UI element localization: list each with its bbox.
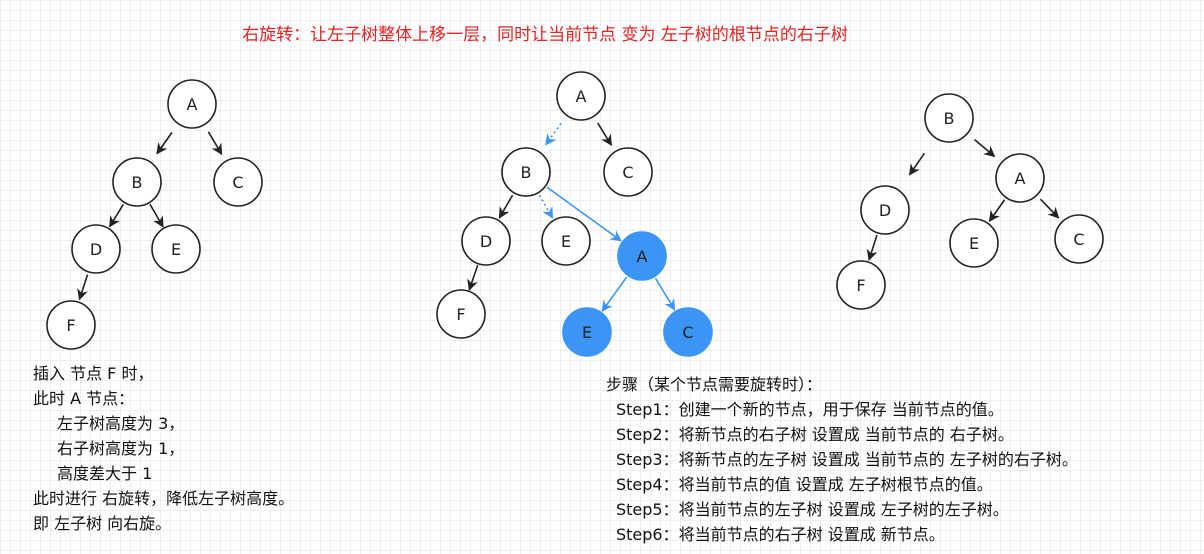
tree-node-t3_d: D bbox=[860, 185, 910, 235]
tree-node-t2_c: C bbox=[603, 147, 653, 197]
node-label: C bbox=[682, 323, 693, 342]
node-circle bbox=[151, 224, 201, 274]
steps-note: 步骤（某个节点需要旋转时）： Step1：创建一个新的节点，用于保存 当前节点的… bbox=[606, 372, 1078, 547]
left-note-line: 高度差大于 1 bbox=[57, 464, 153, 483]
tree-node-t1_f: F bbox=[46, 300, 96, 350]
steps-heading: 步骤（某个节点需要旋转时）： bbox=[606, 375, 823, 394]
edge-t2_b-t2_new_a bbox=[546, 186, 622, 242]
tree-node-t2_new_e: E bbox=[562, 307, 612, 357]
node-label: B bbox=[944, 109, 955, 128]
step-line: Step6：将当前节点的右子树 设置成 新节点。 bbox=[616, 525, 945, 544]
node-circle bbox=[860, 185, 910, 235]
step-line: Step4：将当前节点的值 设置成 左子树根节点的值。 bbox=[616, 475, 993, 494]
node-label: E bbox=[561, 232, 571, 251]
edge-t1_d-t1_f bbox=[77, 274, 89, 301]
node-circle bbox=[461, 216, 511, 266]
node-label: C bbox=[232, 173, 243, 192]
tree-node-t1_c: C bbox=[213, 157, 263, 207]
diagram-title: 右旋转：让左子树整体上移一层，同时让当前节点 变为 左子树的根节点的右子树 bbox=[242, 25, 848, 45]
node-label: B bbox=[132, 173, 143, 192]
edge-t2_new_a-t2_new_e bbox=[601, 276, 628, 312]
node-circle bbox=[562, 307, 612, 357]
left-note-line: 右子树高度为 1， bbox=[57, 439, 185, 458]
tree-node-t2_b: B bbox=[501, 147, 551, 197]
node-circle bbox=[603, 147, 653, 197]
tree-node-t1_e: E bbox=[151, 224, 201, 274]
node-label: E bbox=[171, 240, 181, 259]
tree-node-t2_new_c: C bbox=[663, 307, 713, 357]
edge-t1_a-t1_b bbox=[156, 131, 173, 155]
tree-node-t1_d: D bbox=[71, 224, 121, 274]
edge-t2_new_a-t2_new_c bbox=[654, 277, 676, 311]
node-label: F bbox=[66, 316, 75, 335]
node-circle bbox=[995, 153, 1045, 203]
step-line: Step5：将当前节点的左子树 设置成 左子树的左子树。 bbox=[616, 500, 1009, 519]
node-circle bbox=[436, 289, 486, 339]
tree-node-t1_a: A bbox=[167, 79, 217, 129]
edge-t1_a-t1_c bbox=[207, 131, 223, 156]
edge-t3_d-t3_f bbox=[866, 234, 878, 261]
tree-node-t2_d: D bbox=[461, 216, 511, 266]
node-circle bbox=[836, 260, 886, 310]
node-label: A bbox=[1015, 169, 1026, 188]
tree-node-t3_b: B bbox=[924, 93, 974, 143]
tree-node-t2_new_a: A bbox=[617, 231, 667, 281]
node-circle bbox=[501, 147, 551, 197]
node-label: F bbox=[856, 276, 865, 295]
node-label: C bbox=[622, 163, 633, 182]
edge-t2_d-t2_f bbox=[467, 264, 479, 291]
tree-node-t2_a: A bbox=[556, 71, 606, 121]
left-note-line: 即 左子树 向右旋。 bbox=[33, 514, 172, 533]
edge-t3_a-t3_c bbox=[1039, 198, 1060, 219]
tree-node-t2_f: F bbox=[436, 289, 486, 339]
left-note-line: 此时进行 右旋转，降低左子树高度。 bbox=[33, 489, 295, 508]
node-circle bbox=[541, 216, 591, 266]
node-circle bbox=[213, 157, 263, 207]
node-label: A bbox=[637, 247, 648, 266]
node-circle bbox=[167, 79, 217, 129]
node-circle bbox=[663, 307, 713, 357]
step-line: Step3：将新节点的左子树 设置成 当前节点的 左子树的右子树。 bbox=[616, 450, 1078, 469]
node-circle bbox=[617, 231, 667, 281]
left-note-line: 此时 A 节点： bbox=[33, 389, 135, 408]
node-label: C bbox=[1073, 230, 1084, 249]
node-circle bbox=[924, 93, 974, 143]
edge-t3_b-t3_a bbox=[974, 138, 996, 158]
node-label: E bbox=[582, 323, 592, 342]
node-label: A bbox=[576, 87, 587, 106]
node-circle bbox=[949, 218, 999, 268]
left-note-line: 左子树高度为 3， bbox=[57, 414, 185, 433]
node-circle bbox=[71, 224, 121, 274]
tree-node-t2_e: E bbox=[541, 216, 591, 266]
edge-t2_a-t2_c bbox=[596, 122, 613, 147]
node-label: B bbox=[521, 163, 532, 182]
node-label: D bbox=[480, 232, 492, 251]
node-label: E bbox=[969, 234, 979, 253]
step-line: Step1：创建一个新的节点，用于保存 当前节点的值。 bbox=[616, 400, 1004, 419]
node-label: A bbox=[187, 95, 198, 114]
edge-t2_b-t2_d bbox=[498, 194, 514, 219]
edge-t1_b-t1_d bbox=[109, 203, 124, 228]
edge-t2_a-t2_b bbox=[545, 122, 562, 146]
edge-t2_b-t2_e bbox=[538, 194, 554, 219]
tree-node-t3_e: E bbox=[949, 218, 999, 268]
tree-node-t3_c: C bbox=[1054, 214, 1104, 264]
edge-t3_b-t3_d bbox=[908, 152, 926, 176]
node-circle bbox=[112, 157, 162, 207]
node-label: D bbox=[90, 240, 102, 259]
node-label: D bbox=[879, 201, 891, 220]
edge-t3_a-t3_e bbox=[988, 199, 1006, 223]
edge-t1_b-t1_e bbox=[149, 203, 164, 228]
tree-node-t1_b: B bbox=[112, 157, 162, 207]
node-circle bbox=[556, 71, 606, 121]
node-circle bbox=[46, 300, 96, 350]
step-line: Step2：将新节点的右子树 设置成 当前节点的 右子树。 bbox=[616, 425, 1014, 444]
tree-node-t3_a: A bbox=[995, 153, 1045, 203]
tree-node-t3_f: F bbox=[836, 260, 886, 310]
left-note-line: 插入 节点 F 时， bbox=[33, 364, 154, 383]
left-note: 插入 节点 F 时， 此时 A 节点： 左子树高度为 3， 右子树高度为 1， … bbox=[33, 361, 294, 536]
node-label: F bbox=[456, 305, 465, 324]
node-circle bbox=[1054, 214, 1104, 264]
